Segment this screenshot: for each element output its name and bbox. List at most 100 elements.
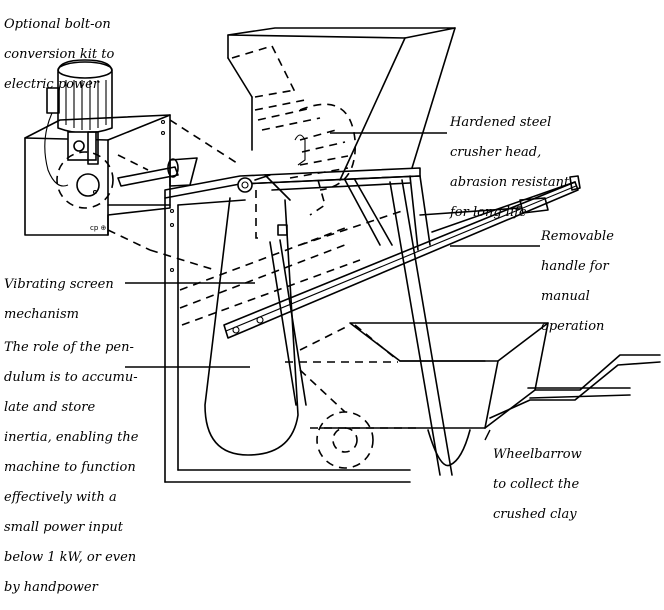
diagram-canvas: cp ⊕ <box>4 17 661 595</box>
main-frame <box>164 167 453 483</box>
belt-dashed <box>117 154 149 171</box>
wheelbarrow-hidden <box>299 324 351 351</box>
motor-cable <box>44 112 69 187</box>
frame-top-rail <box>164 167 421 199</box>
hopper-hidden <box>271 45 296 93</box>
wheelbarrow-handle-inner <box>489 361 661 419</box>
frame-mid-post <box>344 179 381 246</box>
frame-inner-top <box>177 199 246 206</box>
bolt <box>169 267 175 273</box>
coupling-ring <box>167 158 179 178</box>
handle-bolt <box>232 326 240 334</box>
screen-dashed <box>179 227 346 291</box>
wheelbarrow <box>285 322 661 469</box>
coupling-plate <box>169 157 198 187</box>
wheel-strut-dashed <box>299 369 346 413</box>
hopper-edge <box>411 27 456 169</box>
frame-rear-post <box>419 175 431 246</box>
pivot-pin <box>241 181 249 189</box>
wheelbarrow-front <box>484 360 499 429</box>
label-handle: Removable handle for manual operation <box>541 229 614 334</box>
bolt <box>169 208 175 214</box>
pendulum-arm <box>279 239 307 406</box>
crusher-tooth <box>257 107 313 121</box>
pivot-arm <box>254 174 271 181</box>
wheelbarrow-side <box>534 322 549 391</box>
box-marking: cp ⊕ <box>90 224 106 232</box>
crusher-drum-outline <box>299 103 356 191</box>
wheelbarrow-hidden <box>354 324 396 359</box>
label-wheelbarrow: Wheelbarrow to collect the crushed clay <box>493 447 582 522</box>
hopper-edge <box>227 57 253 98</box>
handle-bar <box>223 181 579 339</box>
belt-dashed <box>149 249 216 271</box>
wheelbarrow-handle <box>484 354 661 429</box>
motor-box <box>24 114 171 236</box>
crusher-tooth <box>261 117 321 131</box>
pivot-hinge <box>237 177 253 193</box>
handle-grip <box>519 197 549 214</box>
label-vibrating-screen: Vibrating screen mechanism <box>4 277 114 322</box>
electric-motor-kit: cp ⊕ <box>24 59 241 271</box>
screen-link-dashed <box>255 190 264 239</box>
motor-box-edge <box>107 114 171 141</box>
bolt <box>160 119 166 125</box>
hopper-rim <box>227 27 456 39</box>
frame-top-edge <box>271 182 411 191</box>
frame-rear-post <box>409 175 419 251</box>
handle-bar-groove <box>225 185 577 332</box>
crusher-tooth <box>254 99 306 111</box>
pendulum <box>204 197 307 456</box>
screen-dashed <box>181 259 361 326</box>
motor-pulley <box>76 173 100 197</box>
hopper <box>227 27 456 181</box>
crusher-tooth <box>299 155 349 166</box>
wheelbarrow-top <box>349 322 549 362</box>
motor-terminal-box <box>46 87 60 114</box>
handle-sleeve <box>431 181 576 233</box>
pivot-arm <box>264 174 291 201</box>
wheelbarrow-leg <box>427 429 471 467</box>
motor-pulley-dashed <box>56 151 114 209</box>
pendulum-arm <box>269 241 297 406</box>
clay-crusher-drawing: cp ⊕ <box>24 27 661 483</box>
handle-sleeve-top <box>419 207 521 216</box>
bolt <box>160 130 166 136</box>
frame-rear-post <box>389 181 441 476</box>
pendulum-body <box>204 197 299 456</box>
label-crusher-head: Hardened steel crusher head, abrasion re… <box>450 115 570 220</box>
bolt <box>92 189 98 195</box>
screen-dashed <box>299 209 406 246</box>
motor-bracket <box>87 131 99 165</box>
crusher-discharge <box>309 179 326 216</box>
hopper-edge <box>339 37 406 181</box>
crusher-tooth <box>301 141 346 153</box>
screen-clamp <box>277 224 288 236</box>
crusher-head <box>254 99 356 216</box>
crusher-tooth <box>299 129 337 141</box>
hopper-hidden <box>254 89 296 98</box>
label-pendulum: The role of the pen- dulum is to accumu-… <box>4 340 139 595</box>
leader-wheelbarrow <box>484 429 491 441</box>
hopper-hidden <box>231 45 273 59</box>
wheelbarrow-hub-dashed <box>332 427 358 453</box>
motor-top <box>57 61 113 79</box>
frame-top-edge <box>239 175 421 185</box>
belt-dashed <box>107 229 151 251</box>
belt-dashed <box>169 119 241 166</box>
wheelbarrow-wheel-dashed <box>316 411 374 469</box>
vibrating-screen <box>179 209 406 326</box>
removable-handle <box>223 175 581 339</box>
handle-bolt <box>256 316 264 324</box>
motor-mount-hole <box>73 140 85 152</box>
handle-end <box>569 175 581 191</box>
bolt <box>169 222 175 228</box>
crusher-shaft <box>294 134 306 166</box>
frame-rear-post <box>401 179 453 476</box>
wheelbarrow-crossbar <box>529 394 631 399</box>
label-electric-kit: Optional bolt-on conversion kit to elect… <box>4 17 115 92</box>
leader-lines <box>125 132 540 441</box>
screen-dashed <box>179 242 351 309</box>
frame-mid-post <box>354 179 393 246</box>
coupling-shaft <box>117 166 179 187</box>
